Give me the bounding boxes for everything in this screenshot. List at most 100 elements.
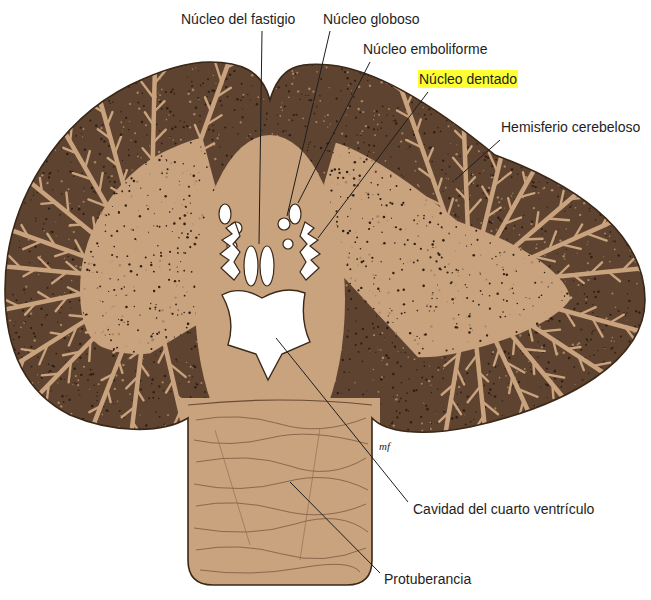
stipple-dot <box>380 127 382 129</box>
stipple-dot <box>324 232 326 234</box>
stipple-dot <box>315 227 317 229</box>
stipple-dot <box>165 55 166 56</box>
stipple-dot <box>583 202 585 204</box>
stipple-dot <box>340 196 341 197</box>
stipple-dot <box>426 170 427 171</box>
stipple-dot <box>308 99 310 101</box>
stipple-dot <box>450 103 452 105</box>
stipple-dot <box>503 269 505 271</box>
stipple-dot <box>387 220 389 222</box>
stipple-dot <box>425 91 427 93</box>
stipple-dot <box>125 306 128 309</box>
stipple-dot <box>546 81 547 82</box>
stipple-dot <box>609 69 611 71</box>
stipple-dot <box>597 290 600 293</box>
stipple-dot <box>562 61 563 62</box>
stipple-dot <box>374 134 376 136</box>
stipple-dot <box>565 414 567 416</box>
stipple-dot <box>477 218 478 219</box>
stipple-dot <box>490 394 491 395</box>
stipple-dot <box>505 316 507 318</box>
stipple-dot <box>615 167 617 169</box>
stipple-dot <box>409 146 411 148</box>
stipple-dot <box>541 228 543 230</box>
stipple-dot <box>319 199 321 201</box>
stipple-dot <box>37 421 38 422</box>
stipple-dot <box>483 152 484 153</box>
stipple-dot <box>374 66 375 67</box>
stipple-dot <box>242 108 243 109</box>
stipple-dot <box>373 119 374 120</box>
stipple-dot <box>275 274 276 275</box>
stipple-dot <box>504 228 506 230</box>
stipple-dot <box>382 105 384 107</box>
stipple-dot <box>89 389 90 390</box>
stipple-dot <box>92 87 94 89</box>
stipple-dot <box>579 115 581 117</box>
stipple-dot <box>485 278 487 280</box>
stipple-dot <box>463 409 466 412</box>
stipple-dot <box>326 429 327 430</box>
stipple-dot <box>97 64 99 66</box>
stipple-dot <box>594 91 596 93</box>
stipple-dot <box>445 60 447 62</box>
stipple-dot <box>293 114 295 116</box>
stipple-dot <box>101 66 103 68</box>
stipple-dot <box>158 286 160 288</box>
stipple-dot <box>383 376 384 377</box>
stipple-dot <box>241 204 243 206</box>
stipple-dot <box>81 115 82 116</box>
stipple-dot <box>380 261 381 262</box>
stipple-dot <box>240 208 241 209</box>
stipple-dot <box>491 177 493 179</box>
stipple-dot <box>345 284 347 286</box>
stipple-dot <box>621 73 623 75</box>
stipple-dot <box>354 382 355 383</box>
stipple-dot <box>109 90 111 92</box>
stipple-dot <box>93 384 94 385</box>
stipple-dot <box>295 73 297 75</box>
stipple-dot <box>102 315 103 316</box>
stipple-dot <box>279 115 281 117</box>
stipple-dot <box>502 415 503 416</box>
stipple-dot <box>4 416 6 418</box>
stipple-dot <box>333 419 335 421</box>
stipple-dot <box>186 125 188 127</box>
stipple-dot <box>515 270 517 272</box>
stipple-dot <box>457 270 459 272</box>
stipple-dot <box>281 201 284 204</box>
stipple-dot <box>601 93 603 95</box>
stipple-dot <box>276 410 277 411</box>
stipple-dot <box>98 383 100 385</box>
stipple-dot <box>444 266 446 268</box>
stipple-dot <box>358 351 360 353</box>
stipple-dot <box>350 399 352 401</box>
stipple-dot <box>284 286 285 287</box>
stipple-dot <box>337 177 339 179</box>
stipple-dot <box>55 86 56 87</box>
stipple-dot <box>634 344 635 345</box>
stipple-dot <box>247 181 249 183</box>
stipple-dot <box>372 261 373 262</box>
stipple-dot <box>256 403 257 404</box>
stipple-dot <box>366 155 368 157</box>
stipple-dot <box>189 126 191 128</box>
stipple-dot <box>214 293 215 294</box>
stipple-dot <box>114 388 116 390</box>
stipple-dot <box>304 172 305 173</box>
stipple-dot <box>167 168 169 170</box>
stipple-dot <box>338 350 339 351</box>
stipple-dot <box>243 117 244 118</box>
stipple-dot <box>39 106 41 108</box>
stipple-dot <box>130 56 132 58</box>
stipple-dot <box>410 421 412 423</box>
stipple-dot <box>191 413 194 416</box>
stipple-dot <box>8 112 9 113</box>
stipple-dot <box>425 118 427 120</box>
stipple-dot <box>151 378 153 380</box>
stipple-dot <box>630 366 632 368</box>
stipple-dot <box>362 218 363 219</box>
stipple-dot <box>537 81 539 83</box>
stipple-dot <box>271 404 272 405</box>
stipple-dot <box>380 333 382 335</box>
